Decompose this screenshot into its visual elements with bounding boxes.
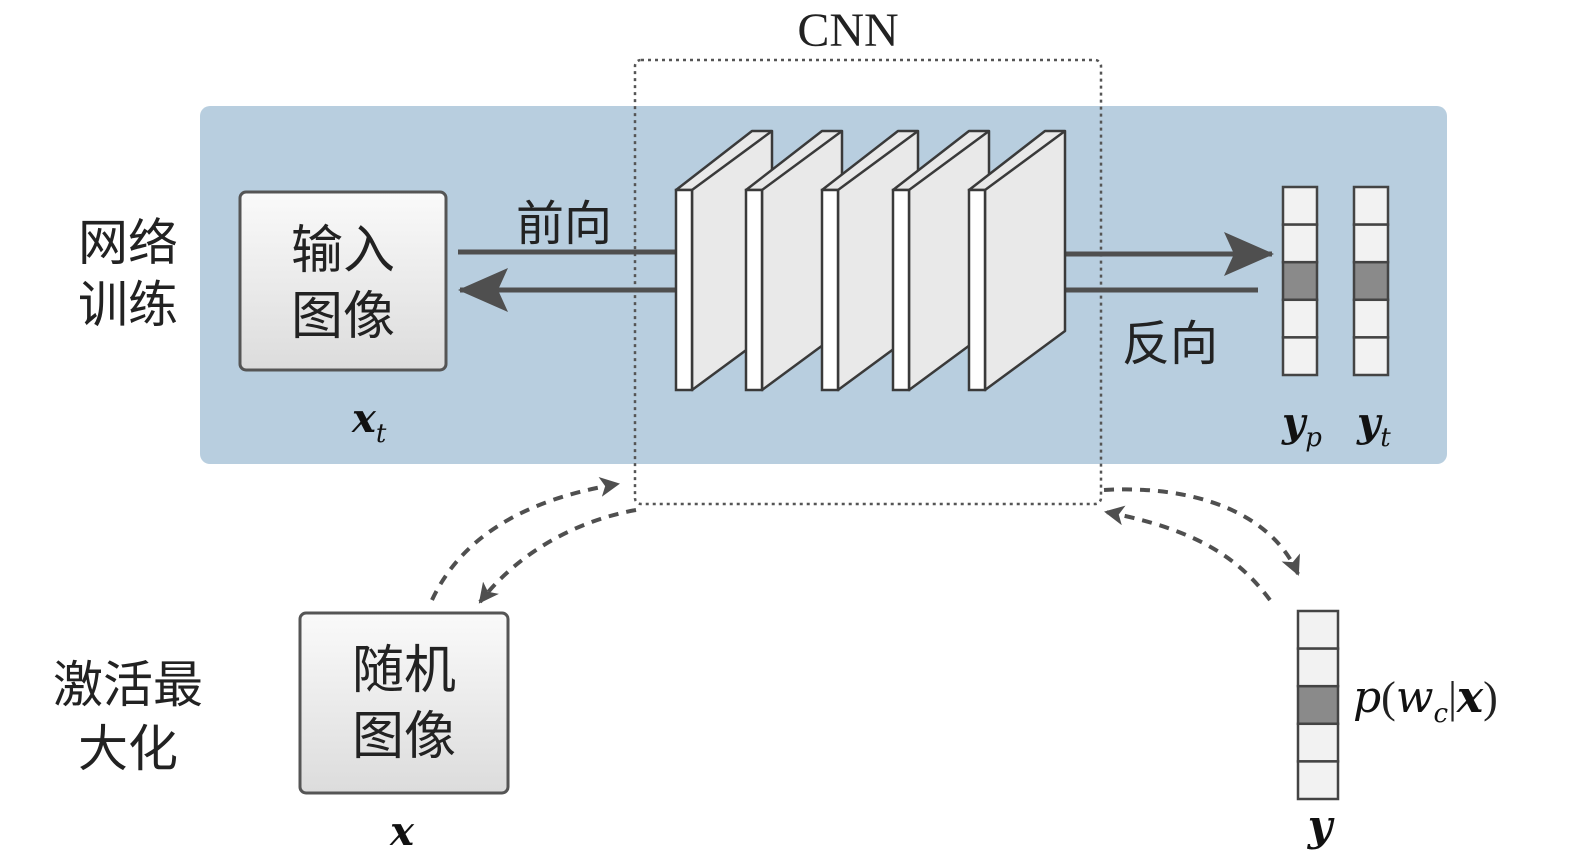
vector-cell bbox=[1281, 298, 1319, 339]
vector-cell bbox=[1352, 298, 1390, 339]
dashed-arrow-to-random-image bbox=[478, 508, 637, 604]
network-training-label-line2: 训练 bbox=[78, 276, 178, 334]
vector-cell bbox=[1281, 223, 1319, 264]
vector-cell-highlighted bbox=[1352, 260, 1390, 302]
vector-cell bbox=[1352, 336, 1390, 377]
random-image-box: 随机 图像 bbox=[298, 611, 510, 795]
vector-cell bbox=[1352, 223, 1390, 264]
activation-max-label-line2: 大化 bbox=[78, 720, 178, 778]
cnn-boundary bbox=[633, 58, 1103, 506]
y-label: y bbox=[1307, 801, 1335, 850]
activation-max-label-line1: 激活最 bbox=[53, 656, 203, 714]
vector-cell bbox=[1296, 760, 1340, 801]
input-image-label-line2: 图像 bbox=[291, 287, 395, 347]
cnn-layer bbox=[744, 129, 844, 392]
backward-label: 反向 bbox=[1122, 316, 1218, 372]
x-label: x bbox=[389, 808, 415, 855]
forward-label: 前向 bbox=[516, 196, 612, 252]
network-training-label-line1: 网络 bbox=[78, 214, 178, 272]
yp-vector bbox=[1281, 185, 1319, 377]
cnn-layers bbox=[674, 129, 1067, 392]
vector-cell bbox=[1296, 647, 1340, 688]
random-image-label-line2: 图像 bbox=[352, 707, 456, 767]
vector-cell bbox=[1296, 609, 1340, 650]
dashed-arrow-to-y-output bbox=[1103, 487, 1300, 576]
yt-vector bbox=[1352, 185, 1390, 377]
cnn-label: CNN bbox=[797, 4, 898, 57]
vector-cell bbox=[1352, 185, 1390, 226]
dashed-arrow-to-cnn-right bbox=[1104, 505, 1272, 602]
vector-cell bbox=[1281, 336, 1319, 377]
dashed-arrow-to-cnn-left bbox=[430, 477, 620, 601]
probability-label: p(wc|x) bbox=[1353, 672, 1498, 729]
xt-label: xt bbox=[351, 395, 387, 449]
vector-cell-highlighted bbox=[1296, 684, 1340, 726]
vector-cell-highlighted bbox=[1281, 260, 1319, 302]
cnn-layer bbox=[891, 129, 991, 392]
yt-label: yt bbox=[1356, 399, 1391, 453]
input-image-label-line1: 输入 bbox=[291, 221, 395, 281]
vector-cell bbox=[1281, 185, 1319, 226]
input-image-box: 输入 图像 bbox=[238, 190, 448, 372]
random-image-label-line1: 随机 bbox=[352, 641, 456, 701]
yp-label: yp bbox=[1281, 399, 1322, 453]
vector-cell bbox=[1296, 722, 1340, 763]
y-output-vector bbox=[1296, 609, 1340, 801]
cnn-layer bbox=[967, 129, 1067, 392]
